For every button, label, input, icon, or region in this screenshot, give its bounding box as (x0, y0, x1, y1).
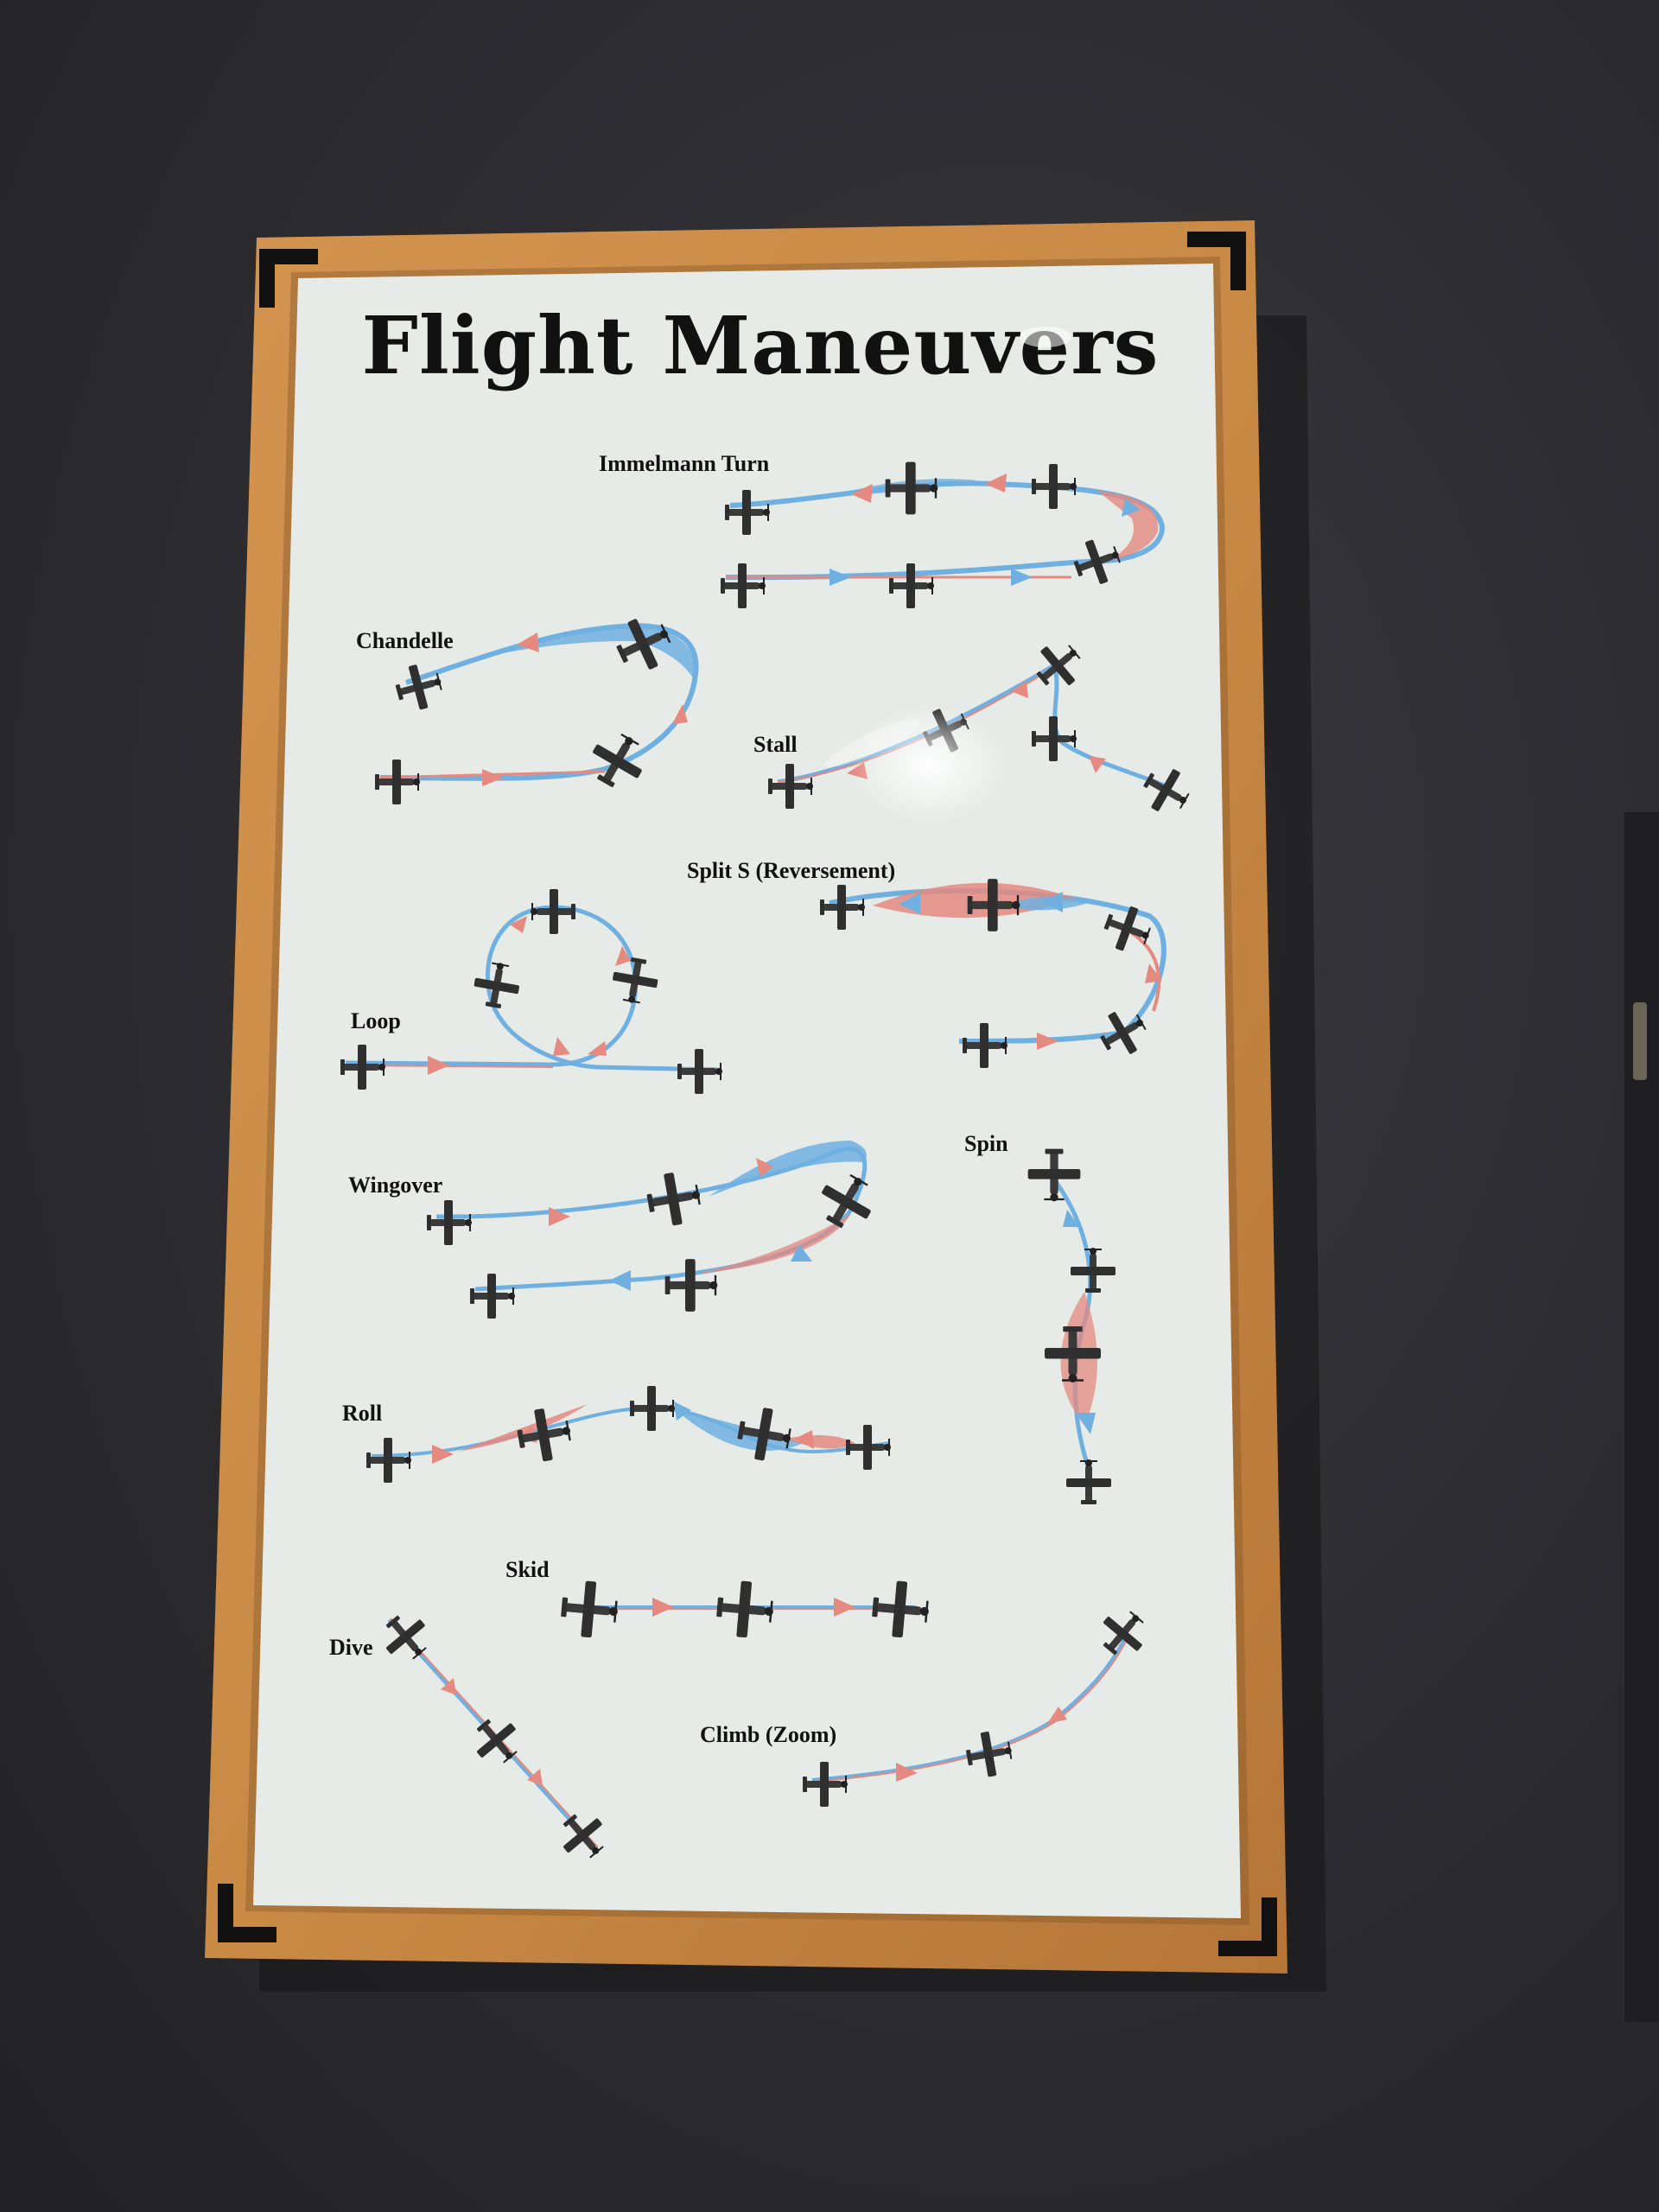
diagram-split-s (819, 877, 1166, 1069)
door-hinge (1633, 1002, 1647, 1080)
poster-title: Flight Maneuvers (362, 299, 1160, 392)
label-stall: Stall (753, 732, 798, 757)
label-split-s: Split S (Reversement) (687, 858, 895, 883)
label-dive: Dive (329, 1635, 373, 1660)
diagram-chandelle (374, 607, 699, 805)
diagram-skid (557, 1577, 933, 1642)
glass-streak (825, 719, 920, 767)
label-immelmann: Immelmann Turn (599, 451, 770, 476)
diagram-climb (802, 1600, 1156, 1808)
glass-reflection (1020, 327, 1071, 347)
label-spin: Spin (964, 1131, 1008, 1156)
label-wingover: Wingover (348, 1173, 442, 1198)
diagram-roll (365, 1385, 892, 1484)
diagram-spin (1027, 1147, 1116, 1505)
poster-paper (253, 264, 1241, 1918)
diagram-loop (340, 888, 723, 1095)
label-climb: Climb (Zoom) (700, 1722, 836, 1747)
label-loop: Loop (351, 1008, 401, 1033)
label-chandelle: Chandelle (356, 628, 454, 653)
corner-brackets (218, 232, 1277, 1956)
label-roll: Roll (342, 1401, 382, 1426)
glass-glare (851, 704, 1007, 825)
diagram-dive (373, 1605, 616, 1869)
label-skid: Skid (505, 1557, 550, 1582)
diagram-immelmann (720, 461, 1166, 609)
diagram-wingover (426, 1141, 884, 1319)
